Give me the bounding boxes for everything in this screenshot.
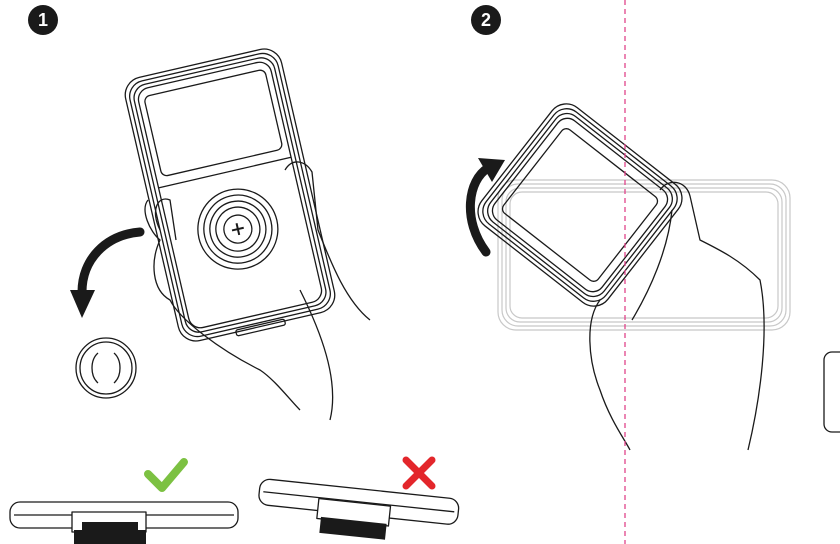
checkmark-icon	[148, 462, 184, 488]
step-1-panel	[10, 45, 460, 544]
correct-side-view	[10, 502, 238, 544]
cross-icon	[406, 460, 432, 486]
adapter-disc	[76, 338, 136, 398]
next-panel-frame	[824, 352, 840, 432]
step-2-panel	[470, 97, 790, 450]
mount-disc	[190, 181, 286, 277]
rotate-right-arrow	[470, 168, 488, 252]
step-2-hands	[590, 182, 764, 450]
right-hand	[155, 162, 370, 420]
rotate-left-arrow	[82, 232, 140, 292]
incorrect-side-view	[256, 478, 460, 544]
rotating-case	[471, 97, 689, 314]
